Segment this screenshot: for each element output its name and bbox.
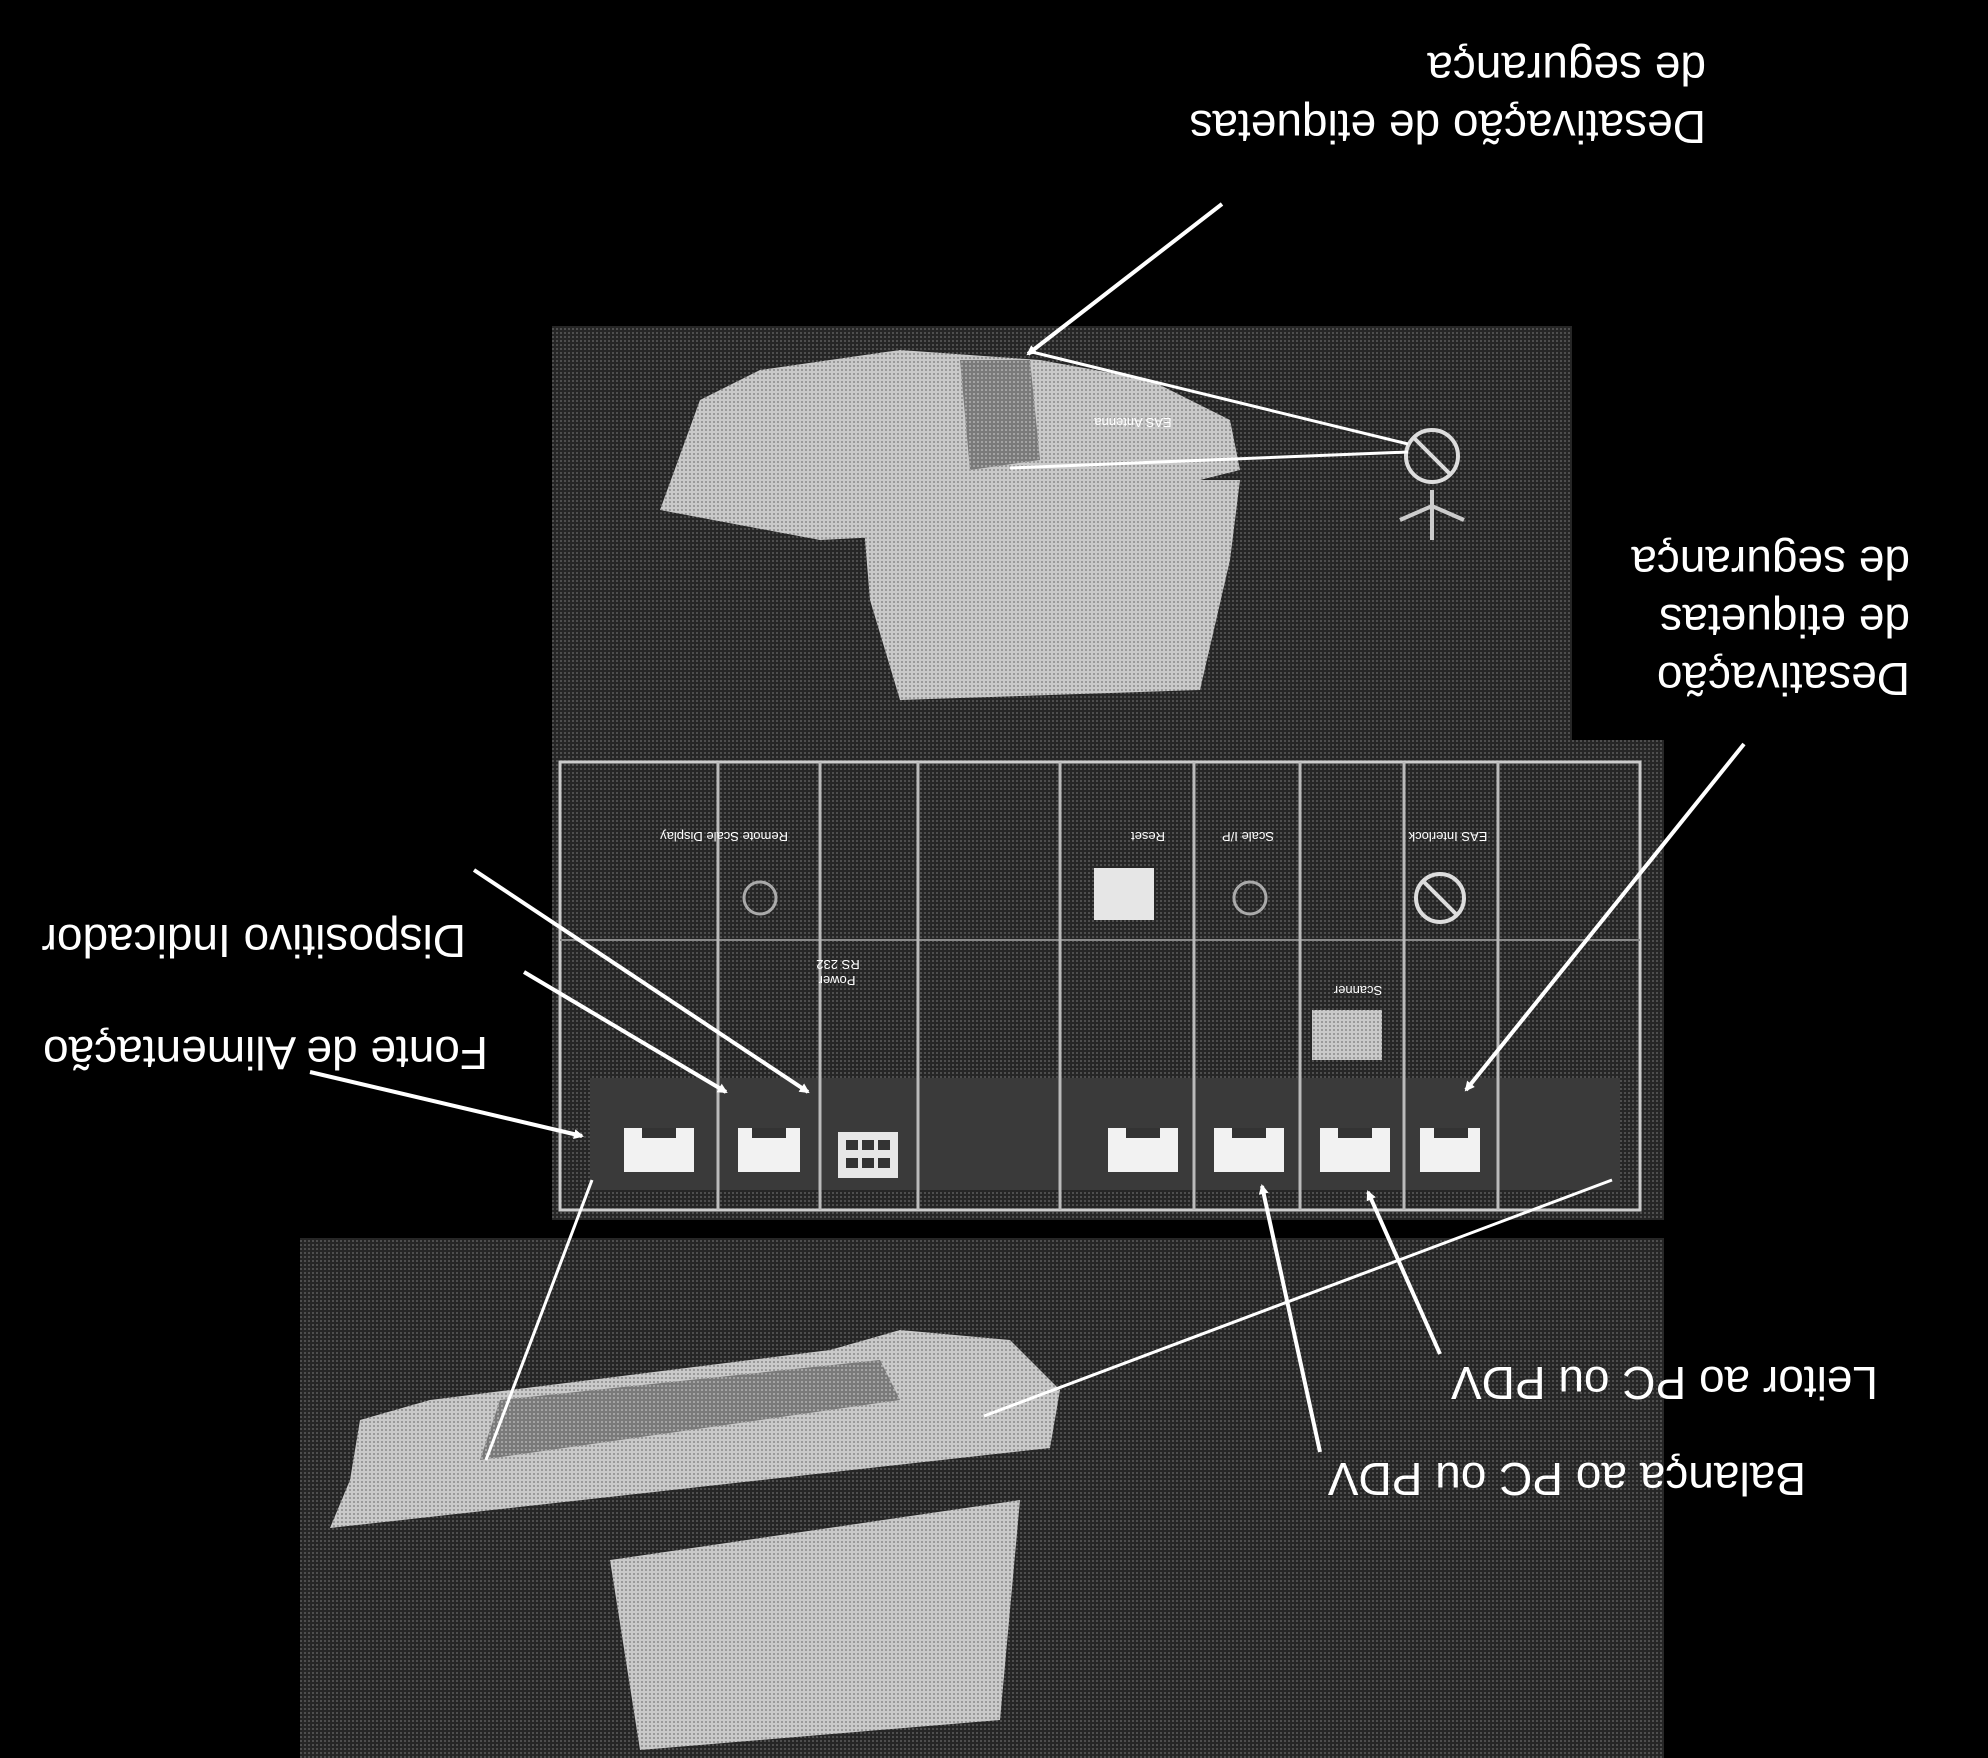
panel-label-remote-display: Remote Scale Display <box>660 829 788 844</box>
label-reader: Leitor ao PC ou PDV <box>1450 1357 1878 1409</box>
dc-jack-block <box>838 1132 898 1178</box>
label-deactivation-right-line3: de segurança <box>1631 537 1910 589</box>
panel-label-eas-interlock: EAS Interlock <box>1408 829 1488 844</box>
label-scale: Balança ao PC ou PDV <box>1327 1453 1806 1505</box>
label-arrows <box>309 202 1746 1453</box>
label-deactivation-top: Desativação de etiquetas de segurança <box>1189 40 1706 156</box>
label-deactivation-top-line1: Desativação de etiquetas <box>1189 101 1706 153</box>
eas-interlock-icon <box>1414 872 1466 924</box>
label-deactivation-top-line2: de segurança <box>1427 43 1706 95</box>
port-scale <box>1214 1128 1284 1172</box>
port-scale-remote <box>1108 1128 1178 1172</box>
label-deactivation-right-line1: Desativação <box>1656 653 1910 705</box>
eas-antenna-symbol <box>1399 428 1465 540</box>
antenna-callout-lines <box>1009 350 1409 470</box>
scanner-switch-block <box>1312 1010 1382 1060</box>
label-indicator-device: Dispositivo Indicador <box>41 915 466 967</box>
reset-button-icon <box>1094 868 1154 920</box>
panel-label-scanner: Scanner <box>1333 983 1383 998</box>
scanner-housing-top <box>660 350 1240 700</box>
port-power <box>738 1128 800 1172</box>
panel-label-eas-antenna: EAS Antenna <box>1094 415 1172 430</box>
remote-display-icon <box>742 880 778 916</box>
panel-label-rs232: RS 232 <box>816 957 860 972</box>
label-power-supply: Fonte de Alimentação <box>43 1027 488 1079</box>
panel-label-power: Power <box>818 973 856 988</box>
connector-panel <box>558 760 1642 1212</box>
panel-label-reset: Reset <box>1131 829 1165 844</box>
port-reader <box>1320 1128 1390 1172</box>
port-indicator-device <box>624 1128 694 1172</box>
scale-ip-icon <box>1232 880 1268 916</box>
panel-label-scale-ip: Scale I/P <box>1221 829 1275 844</box>
scale-base-bottom <box>330 1330 1060 1750</box>
port-eas <box>1420 1128 1480 1172</box>
panel-callout-lines <box>484 1178 1613 1461</box>
label-deactivation-right-line2: de etiquetas <box>1659 595 1910 647</box>
label-deactivation-right: Desativação de etiquetas de segurança <box>1631 534 1910 708</box>
